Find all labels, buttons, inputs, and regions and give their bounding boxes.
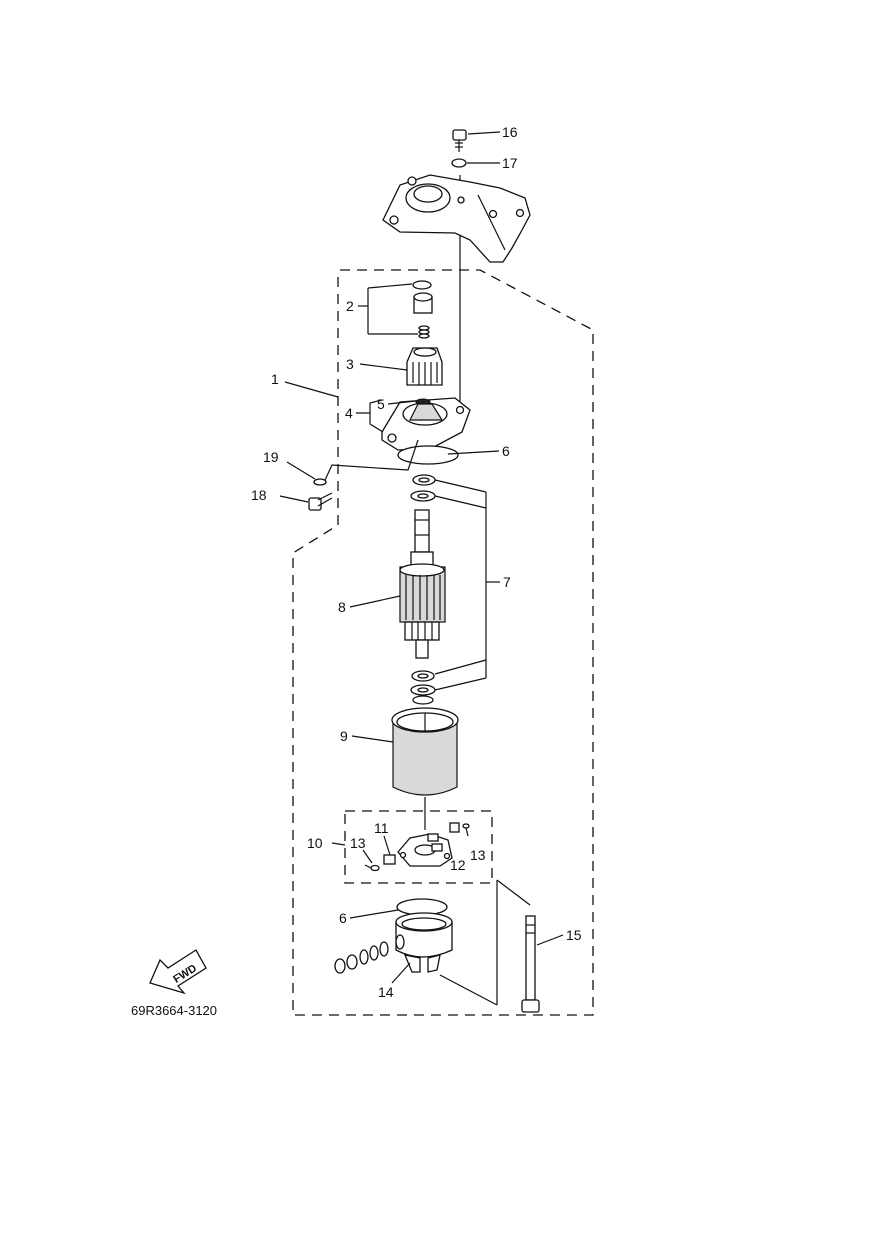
leader-3 (359, 363, 408, 371)
callout-16: 16 (502, 124, 518, 140)
bolt-16 (452, 129, 467, 152)
top-bracket (382, 174, 531, 263)
leader-5 (387, 400, 417, 405)
front-bracket-4 (381, 397, 471, 451)
screw-route-line (324, 439, 419, 481)
brush-holder-10 (397, 833, 453, 867)
leader-15 (536, 934, 564, 946)
callout-7: 7 (503, 574, 511, 590)
leader-6-lower (349, 909, 399, 919)
callout-17: 17 (502, 155, 518, 171)
callout-18: 18 (251, 487, 267, 503)
pinion-stop-set-2 (367, 280, 433, 339)
leader-8 (349, 595, 401, 608)
callout-19: 19 (263, 449, 279, 465)
washer-17 (451, 158, 467, 168)
leader-11 (383, 835, 391, 856)
callout-12: 12 (450, 857, 466, 873)
callout-10: 10 (307, 835, 323, 851)
callout-13-left: 13 (350, 835, 366, 851)
pinion-gear-3 (406, 347, 443, 386)
callout-14: 14 (378, 984, 394, 1000)
callout-6-upper: 6 (502, 443, 510, 459)
leader-15-upper (496, 879, 531, 906)
fwd-arrow-icon: FWD (149, 949, 207, 995)
brush-12 (449, 822, 460, 833)
washer-19 (313, 478, 327, 486)
callout-4: 4 (345, 405, 353, 421)
leader-19 (286, 461, 316, 480)
leader-14 (391, 962, 411, 984)
washer-set-7-lower (410, 670, 436, 705)
washer-set-7-upper (410, 474, 436, 502)
leader-4 (356, 399, 384, 433)
callout-11: 11 (374, 820, 389, 836)
callout-2: 2 (346, 298, 354, 314)
callout-6-lower: 6 (339, 910, 347, 926)
callout-1: 1 (271, 371, 279, 387)
spring-13-left (364, 864, 380, 872)
figure-code: 69R3664-3120 (131, 1003, 217, 1018)
leader-18 (279, 495, 309, 503)
callout-8: 8 (338, 599, 346, 615)
through-bolt-15 (521, 915, 540, 1013)
leader-9 (351, 735, 394, 743)
callout-3: 3 (346, 356, 354, 372)
nut-set-14 (334, 941, 389, 974)
leader-1 (284, 381, 339, 398)
leader-7 (434, 479, 500, 691)
brush-holder-group-boundary (344, 810, 493, 884)
callout-5: 5 (377, 396, 385, 412)
o-ring-6-upper (397, 445, 459, 465)
yoke-9 (391, 707, 459, 796)
leader-13-left (362, 849, 373, 864)
leader-6-upper (447, 450, 500, 455)
spring-13-right (462, 823, 470, 837)
screw-18 (308, 492, 333, 511)
rear-cover-14 (395, 912, 498, 1006)
brush-11 (383, 854, 396, 865)
callout-15: 15 (566, 927, 582, 943)
leader-16 (467, 131, 501, 135)
assembly-boundary (292, 269, 594, 1016)
callout-9: 9 (340, 728, 348, 744)
callout-13-right: 13 (470, 847, 486, 863)
leader-10 (331, 842, 346, 846)
armature-8 (399, 509, 446, 659)
